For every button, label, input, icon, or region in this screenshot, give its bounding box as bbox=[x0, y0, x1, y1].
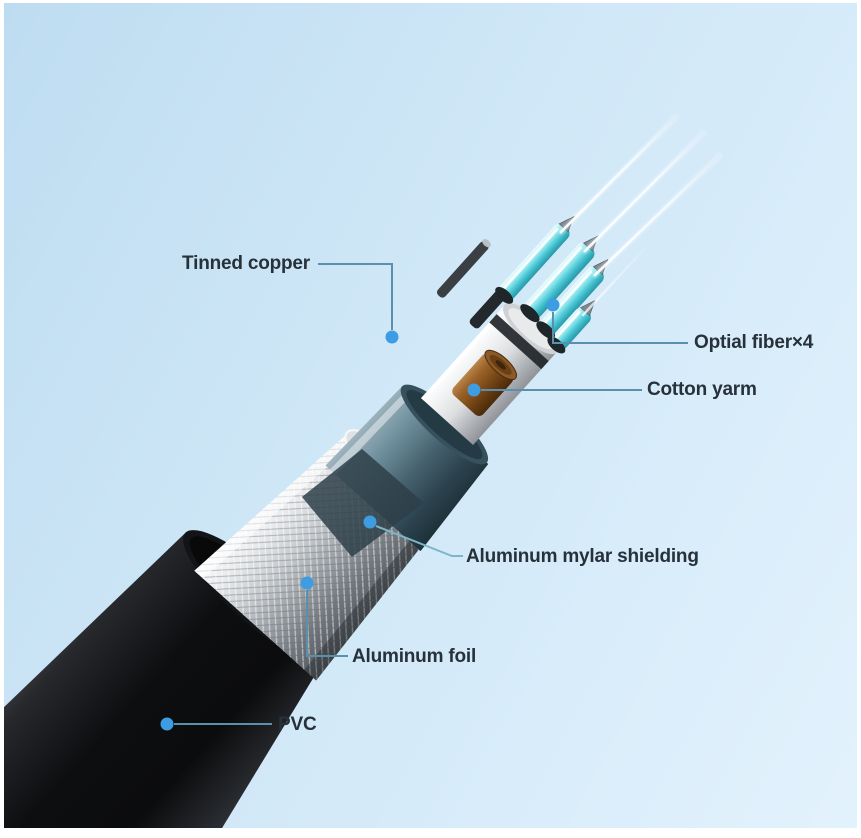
leader-optical-fiber bbox=[552, 312, 688, 344]
label-pvc: PVC bbox=[278, 714, 317, 735]
anchor-dot-aluminum-mylar bbox=[363, 515, 377, 529]
frame-edge-top bbox=[0, 0, 861, 3]
mylar-shadow-wedge bbox=[302, 449, 424, 557]
tube-collar bbox=[495, 286, 514, 304]
glass-fibers bbox=[557, 113, 723, 317]
tube-collar bbox=[536, 321, 555, 339]
anchor-dot-tinned-copper bbox=[385, 330, 399, 344]
frame-edge-left bbox=[0, 0, 4, 838]
center-assembly bbox=[421, 216, 609, 445]
glass-fiber bbox=[593, 154, 721, 277]
label-tinned-copper: Tinned copper bbox=[182, 253, 310, 274]
tube-end-collar bbox=[489, 314, 549, 370]
anchor-dots bbox=[160, 298, 560, 731]
anchor-dot-optical-fiber bbox=[546, 298, 560, 312]
anchor-dot-pvc bbox=[160, 717, 174, 731]
fiber-tube-1 bbox=[499, 216, 575, 300]
leader-aluminum-mylar bbox=[375, 525, 463, 557]
aux-dark-wire bbox=[436, 241, 489, 298]
frame-edge-right bbox=[857, 0, 861, 838]
tube-collar bbox=[547, 336, 566, 354]
leader-tinned-copper bbox=[318, 263, 393, 330]
cable-trunk bbox=[0, 384, 489, 838]
anchor-dot-aluminum-foil bbox=[300, 576, 314, 590]
glass-fiber bbox=[583, 131, 705, 253]
label-aluminum-mylar: Aluminum mylar shielding bbox=[466, 546, 699, 567]
wire-brown bbox=[452, 349, 518, 416]
aux-wire-tip bbox=[482, 239, 491, 248]
tube-collar bbox=[520, 304, 540, 323]
leader-lines bbox=[174, 263, 688, 725]
aux-dark-band bbox=[469, 288, 508, 329]
anchor-dot-cotton-yarn bbox=[467, 383, 481, 397]
glass-fiber bbox=[581, 241, 652, 317]
frame-edge-bottom bbox=[0, 828, 861, 838]
mylar-shield-layer bbox=[325, 384, 489, 552]
glass-fiber bbox=[559, 115, 678, 234]
leader-aluminum-foil bbox=[306, 590, 348, 657]
label-optical-fiber: Optial fiber×4 bbox=[694, 332, 814, 353]
label-cotton-yarn: Cotton yarm bbox=[647, 379, 757, 400]
label-aluminum-foil: Aluminum foil bbox=[352, 646, 477, 667]
